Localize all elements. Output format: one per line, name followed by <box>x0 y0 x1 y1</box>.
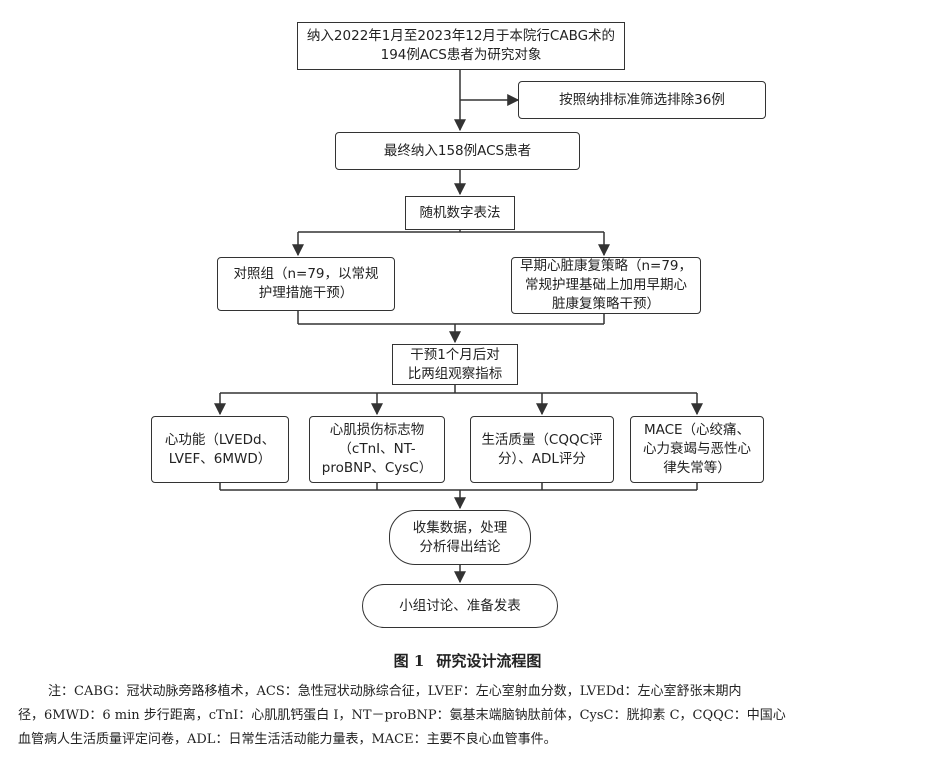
flowchart: 纳入2022年1月至2023年12月于本院行CABG术的 194例ACS患者为研究… <box>151 22 766 628</box>
control-line-1: 对照组（n=79，以常规 <box>233 266 379 282</box>
early-line-2: 常规护理基础上加用早期心 <box>524 277 687 293</box>
mace-line-2: 心力衰竭与恶性心 <box>643 441 751 457</box>
exclude-box: 按照纳排标准筛选排除36例 <box>518 81 766 119</box>
control-line-2: 护理措施干预） <box>258 285 354 301</box>
discuss-label: 小组讨论、准备发表 <box>399 597 521 614</box>
quality-line-1: 生活质量（CQQC评 <box>481 431 603 448</box>
control-group-box: 对照组（n=79，以常规护理措施干预） <box>217 257 395 311</box>
note-line-3: 血管病人生活质量评定问卷，ADL：日常生活活动能力量表，MACE：主要不良心血管… <box>18 732 557 747</box>
compare-box: 干预1个月后对比两组观察指标 <box>392 344 518 385</box>
enroll-line-2: 194例ACS患者为研究对象 <box>380 47 542 63</box>
compare-line-1: 干预1个月后对 <box>410 346 500 363</box>
figure-number: 图 1 <box>393 652 425 670</box>
figure-note: 注：CABG：冠状动脉旁路移植术，ACS：急性冠状动脉综合征，LVEF：左心室射… <box>18 680 918 752</box>
mace-line-3: 律失常等） <box>663 460 731 476</box>
note-line-1: 注：CABG：冠状动脉旁路移植术，ACS：急性冠状动脉综合征，LVEF：左心室射… <box>48 684 742 699</box>
discuss-publish-box: 小组讨论、准备发表 <box>362 584 558 628</box>
injury-line-2: （cTnI、NT- <box>338 441 416 457</box>
injury-line-1: 心肌损伤标志物 <box>329 422 425 438</box>
compare-line-2: 比两组观察指标 <box>407 365 503 382</box>
early-line-1: 早期心脏康复策略（n=79， <box>519 258 693 274</box>
cardiac-function-box: 心功能（LVEDd、 LVEF、6MWD） <box>151 416 289 483</box>
myocardial-injury-box: 心肌损伤标志物 （cTnI、NT-proBNP、CysC） <box>309 416 445 483</box>
random-box: 随机数字表法 <box>405 196 515 230</box>
figure-caption: 图 1 研究设计流程图 <box>0 650 935 671</box>
collect-line-1: 收集数据，处理 <box>412 519 508 536</box>
injury-line-3: proBNP、CysC） <box>321 460 433 476</box>
note-line-2: 径，6MWD：6 min 步行距离，cTnI：心肌肌钙蛋白 I，NT－proBN… <box>18 708 786 723</box>
early-rehab-box: 早期心脏康复策略（n=79， 常规护理基础上加用早期心脏康复策略干预） <box>511 257 701 314</box>
figure-title: 研究设计流程图 <box>436 652 542 670</box>
final-box: 最终纳入158例ACS患者 <box>335 132 580 170</box>
enroll-box: 纳入2022年1月至2023年12月于本院行CABG术的 194例ACS患者为研究… <box>297 22 625 70</box>
collect-data-box: 收集数据，处理分析得出结论 <box>389 510 531 565</box>
quality-of-life-box: 生活质量（CQQC评分）、ADL评分 <box>470 416 614 483</box>
final-label: 最终纳入158例ACS患者 <box>383 142 532 159</box>
enroll-line-1: 纳入2022年1月至2023年12月于本院行CABG术的 <box>306 28 616 44</box>
collect-line-2: 分析得出结论 <box>419 538 501 555</box>
flow-connectors <box>214 70 703 584</box>
cardiac-line-2: LVEF、6MWD） <box>168 450 272 467</box>
mace-box: MACE（心绞痛、心力衰竭与恶性心律失常等） <box>630 416 764 483</box>
random-label: 随机数字表法 <box>419 204 501 221</box>
mace-line-1: MACE（心绞痛、 <box>643 422 751 438</box>
exclude-label: 按照纳排标准筛选排除36例 <box>559 91 725 108</box>
cardiac-line-1: 心功能（LVEDd、 <box>164 431 276 448</box>
early-line-3: 脏康复策略干预） <box>551 296 660 312</box>
quality-line-2: 分）、ADL评分 <box>498 450 586 467</box>
